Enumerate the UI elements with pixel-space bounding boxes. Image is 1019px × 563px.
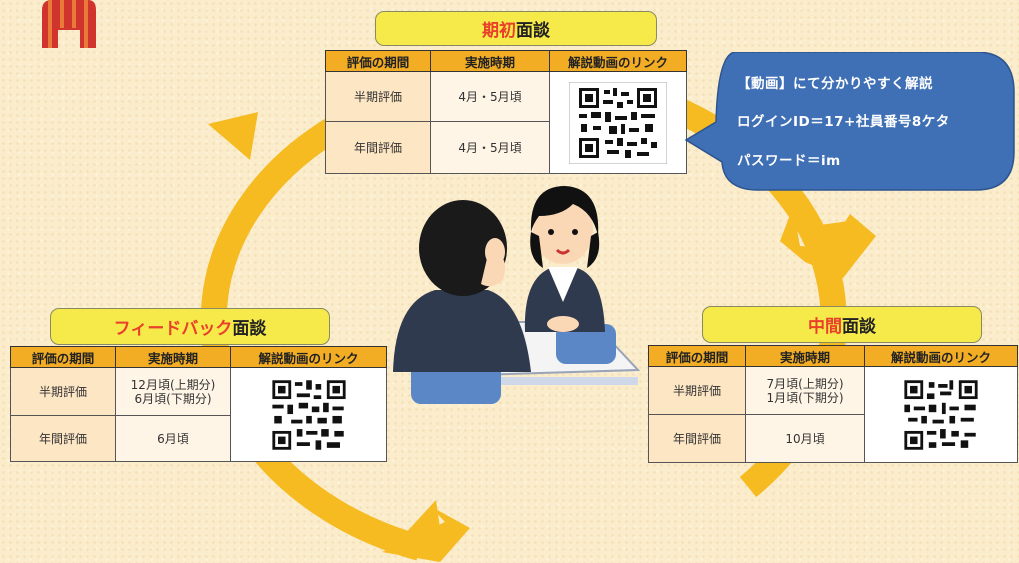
speech-bubble [684, 52, 1015, 191]
table-row: 半期評価 7月頃(上期分)1月頃(下期分) [648, 366, 1018, 463]
timing-cell: 4月・5月頃 [430, 71, 550, 122]
period-cell: 年間評価 [648, 414, 746, 463]
period-cell: 半期評価 [325, 71, 431, 122]
kisho-title-suffix: 面談 [516, 21, 550, 41]
timing-cell: 7月頃(上期分)1月頃(下期分) [745, 366, 865, 415]
qr-code-icon[interactable] [895, 375, 987, 455]
feedback-title-highlight: フィードバック [113, 319, 233, 339]
chukan-title: 中間面談 [702, 306, 982, 343]
video-link-cell[interactable] [549, 71, 687, 174]
arrowhead-top-left [208, 112, 258, 160]
table-header-row: 評価の期間 実施時期 解説動画のリンク [10, 346, 387, 368]
video-link-cell[interactable] [230, 367, 387, 462]
table-row: 半期評価 4月・5月頃 [325, 71, 687, 174]
bubble-line-2: ログインID＝17+社員番号8ケタ [737, 114, 950, 130]
period-cell: 半期評価 [10, 367, 116, 416]
kisho-title: 期初面談 [375, 11, 657, 46]
col-timing: 実施時期 [430, 50, 550, 72]
qr-code-icon[interactable] [569, 81, 667, 164]
col-timing: 実施時期 [115, 346, 231, 368]
bubble-line-3: パスワード＝im [737, 153, 841, 169]
table-row: 年間評価 6月頃 [10, 415, 387, 462]
col-period: 評価の期間 [10, 346, 116, 368]
kisho-title-highlight: 期初 [482, 21, 516, 41]
feedback-title-suffix: 面談 [232, 319, 267, 339]
table-row: 半期評価 12月頃(上期分)6月頃(下期分) [10, 367, 387, 462]
table-row: 年間評価 10月頃 [648, 414, 1018, 463]
table-header-row: 評価の期間 実施時期 解説動画のリンク [648, 345, 1018, 367]
col-period: 評価の期間 [648, 345, 746, 367]
period-cell: 年間評価 [10, 415, 116, 462]
feedback-table: 評価の期間 実施時期 解説動画のリンク 半期評価 12月頃(上期分)6月頃(下期… [10, 346, 387, 462]
col-link: 解説動画のリンク [864, 345, 1018, 367]
timing-cell: 4月・5月頃 [430, 121, 550, 174]
col-period: 評価の期間 [325, 50, 431, 72]
col-link: 解説動画のリンク [230, 346, 387, 368]
red-striped-logo-icon [42, 0, 96, 48]
period-cell: 半期評価 [648, 366, 746, 415]
feedback-title: フィードバック面談 [50, 308, 330, 345]
chukan-title-highlight: 中間 [808, 317, 842, 337]
video-link-cell[interactable] [864, 366, 1018, 463]
two-people-meeting-illustration [393, 186, 641, 404]
col-link: 解説動画のリンク [549, 50, 687, 72]
chukan-table: 評価の期間 実施時期 解説動画のリンク 半期評価 7月頃(上期分)1月頃(下期分… [648, 345, 1018, 463]
table-row: 年間評価 4月・5月頃 [325, 121, 687, 174]
period-cell: 年間評価 [325, 121, 431, 174]
qr-code-icon[interactable] [263, 375, 355, 455]
timing-cell: 12月頃(上期分)6月頃(下期分) [115, 367, 231, 416]
kisho-table: 評価の期間 実施時期 解説動画のリンク 半期評価 4月・5月頃 [325, 50, 687, 174]
chukan-title-suffix: 面談 [842, 317, 876, 337]
timing-cell: 6月頃 [115, 415, 231, 462]
table-header-row: 評価の期間 実施時期 解説動画のリンク [325, 50, 687, 72]
bubble-line-1: 【動画】にて分かりやすく解説 [737, 76, 933, 92]
timing-cell: 10月頃 [745, 414, 865, 463]
col-timing: 実施時期 [745, 345, 865, 367]
